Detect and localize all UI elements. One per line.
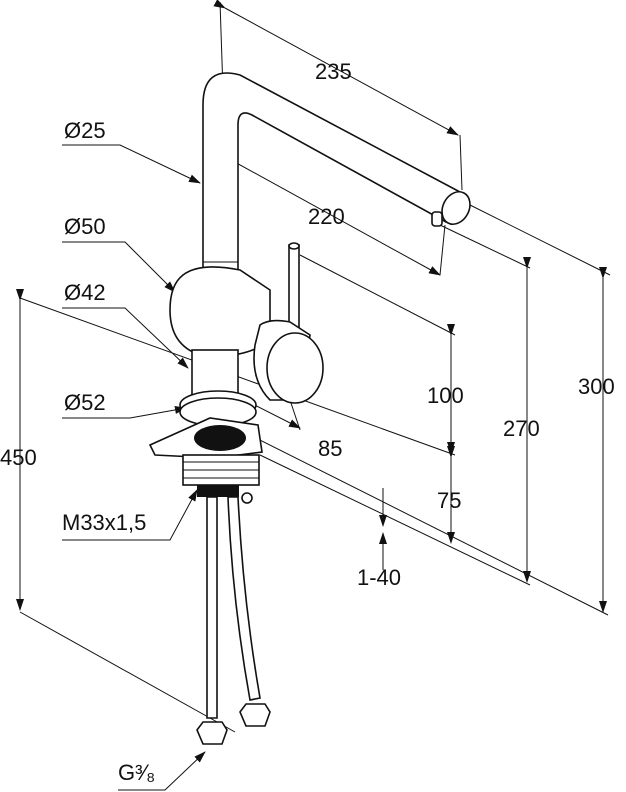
dim-235: 235 <box>315 59 352 84</box>
diameter-52: Ø52 <box>64 390 106 415</box>
dimension-lines <box>16 0 607 613</box>
supply-hoses <box>196 496 271 745</box>
diameter-50: Ø50 <box>64 214 106 239</box>
leader-lines <box>62 144 206 791</box>
faucet-body <box>148 72 471 504</box>
dim-75: 75 <box>437 488 462 513</box>
dim-270: 270 <box>503 416 540 441</box>
dim-1-40: 1-40 <box>357 565 402 590</box>
diameter-42: Ø42 <box>64 280 106 305</box>
dim-100: 100 <box>427 383 464 408</box>
dim-450: 450 <box>0 445 37 470</box>
diameter-25: Ø25 <box>64 118 106 143</box>
dim-85: 85 <box>318 436 343 461</box>
dim-300: 300 <box>578 374 615 399</box>
thread-m33: M33x1,5 <box>62 510 147 535</box>
thread-g38: G³⁄₈ <box>118 760 156 785</box>
dim-220: 220 <box>308 204 345 229</box>
